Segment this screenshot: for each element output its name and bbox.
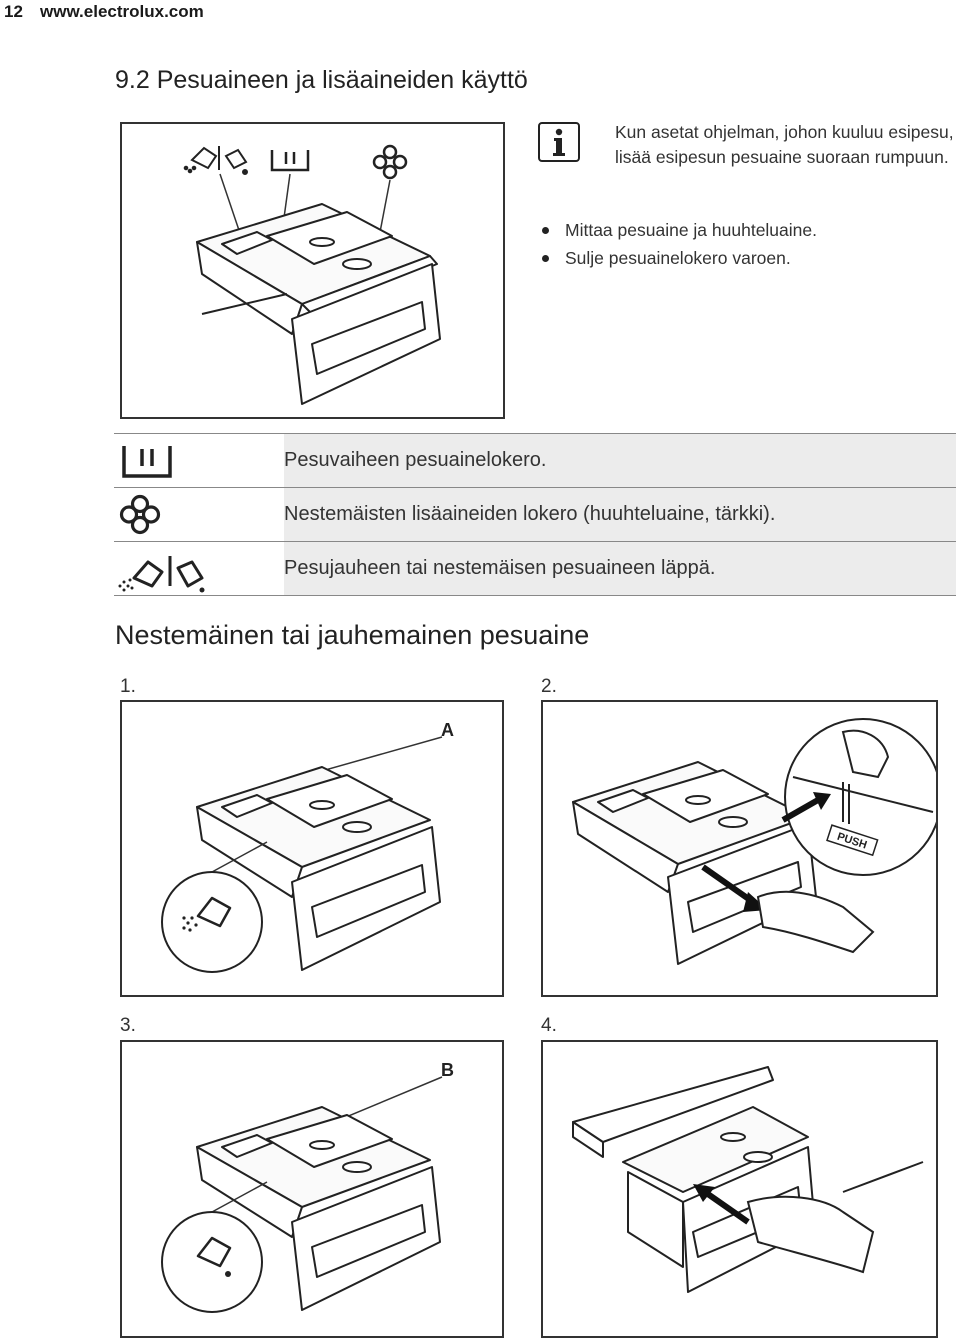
legend-text-main-wash: Pesuvaiheen pesuainelokero. <box>284 449 547 471</box>
callout-a: A <box>441 720 454 740</box>
legend-text: Pesuvaiheen pesuainelokero. <box>284 434 956 487</box>
legend-row: Pesujauheen tai nestemäisen pesuaineen l… <box>114 541 956 596</box>
step-label-4: 4. <box>541 1015 557 1036</box>
bullet-text: Sulje pesuainelokero varoen. <box>565 248 791 268</box>
info-icon <box>538 122 580 162</box>
section-number: 9.2 <box>115 66 150 94</box>
section-title: 9.2 Pesuaineen ja lisäaineiden käyttö <box>115 66 528 95</box>
bullet-dot <box>542 226 549 234</box>
page-number: 12 <box>4 2 23 21</box>
section-title-text: Pesuaineen ja lisäaineiden käyttö <box>156 66 528 94</box>
legend-table: Pesuvaiheen pesuainelokero. Nestemäisten… <box>114 433 956 596</box>
flower-symbol <box>372 144 408 180</box>
legend-text-softener: Nestemäisten lisäaineiden lokero (huuhte… <box>284 503 776 525</box>
callout-b: B <box>441 1060 454 1080</box>
dispenser-figure <box>120 122 505 419</box>
bullet-list: Mittaa pesuaine ja huuhteluaine. Sulje p… <box>540 216 817 272</box>
list-item: Sulje pesuainelokero varoen. <box>540 244 817 272</box>
legend-text: Nestemäisten lisäaineiden lokero (huuhte… <box>284 488 956 541</box>
step-label-1: 1. <box>120 676 136 697</box>
subsection-title: Nestemäinen tai jauhemainen pesuaine <box>115 620 590 650</box>
bullet-text: Mittaa pesuaine ja huuhteluaine. <box>565 220 817 240</box>
step-4-figure <box>541 1040 938 1338</box>
dispenser-drawing <box>183 144 441 405</box>
legend-row: Nestemäisten lisäaineiden lokero (huuhte… <box>114 487 956 541</box>
legend-text: Pesujauheen tai nestemäisen pesuaineen l… <box>284 542 956 595</box>
step-2-figure: PUSH <box>541 700 942 997</box>
powder-liquid-flap-symbol <box>183 146 248 175</box>
powder-liquid-flap-icon <box>114 542 205 595</box>
step-3-figure <box>120 1040 504 1338</box>
step-label-2: 2. <box>541 676 557 697</box>
drawer <box>196 203 441 405</box>
list-item: Mittaa pesuaine ja huuhteluaine. <box>540 216 817 244</box>
step-1-figure <box>120 700 504 997</box>
info-note: Kun asetat ohjelman, johon kuuluu esipes… <box>615 122 954 167</box>
bullet-dot <box>542 254 549 262</box>
site-url: www.electrolux.com <box>40 2 204 21</box>
legend-row: Pesuvaiheen pesuainelokero. <box>114 433 956 487</box>
fabric-softener-flower-icon <box>114 488 194 541</box>
main-wash-symbol <box>270 150 310 172</box>
main-wash-icon <box>114 434 194 487</box>
legend-text-flap: Pesujauheen tai nestemäisen pesuaineen l… <box>284 557 716 579</box>
step-label-3: 3. <box>120 1015 136 1036</box>
